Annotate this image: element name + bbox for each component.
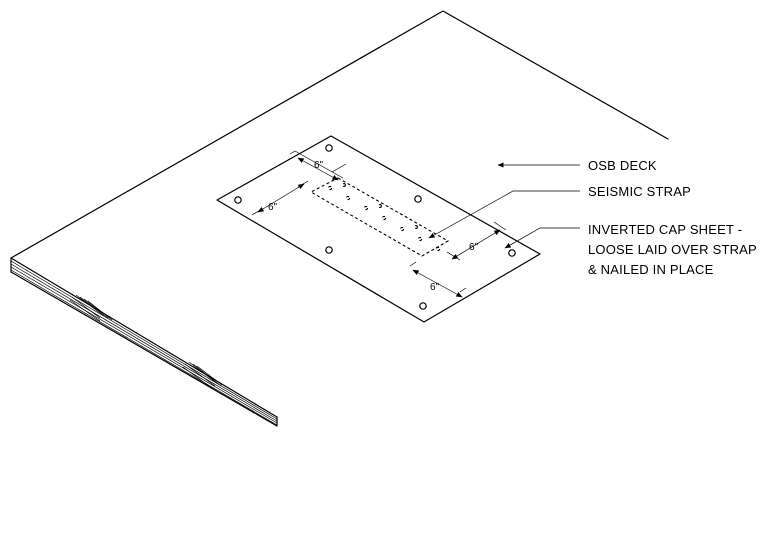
edge-grain-hatch-1 [69, 294, 113, 322]
strap-fastener-holes [327, 183, 441, 252]
nail-hole [419, 302, 427, 310]
callout-seismic-strap: SEISMIC STRAP [588, 184, 691, 199]
osb-deck [10, 10, 669, 427]
leader-lines [428, 162, 580, 249]
nail-hole [414, 195, 422, 203]
inverted-cap-sheet [216, 135, 541, 323]
seismic-strap [309, 177, 450, 257]
leader-seismic-strap [428, 190, 580, 239]
nail-hole [508, 249, 516, 257]
dimension-right: 6" [446, 221, 507, 261]
nail-hole [325, 246, 333, 254]
callout-cap-sheet-line2: LOOSE LAID OVER STRAP [588, 242, 757, 257]
nail-hole [234, 196, 242, 204]
callout-cap-sheet-line3: & NAILED IN PLACE [588, 262, 714, 277]
dimension-left: 6" [251, 180, 309, 216]
edge-grain-hatch-2 [182, 361, 223, 390]
dimension-top-label: 6" [314, 160, 324, 171]
cap-sheet-nails [234, 144, 516, 310]
dimension-bottom-label: 6" [430, 282, 440, 293]
callouts: OSB DECK SEISMIC STRAP INVERTED CAP SHEE… [588, 158, 757, 277]
nail-hole [325, 144, 333, 152]
dimension-left-label: 6" [268, 202, 278, 213]
dimension-right-label: 6" [469, 242, 479, 253]
deck-top-surface [10, 10, 669, 418]
callout-cap-sheet-line1: INVERTED CAP SHEET - [588, 222, 742, 237]
dimension-bottom: 6" [409, 261, 467, 298]
leader-cap-sheet [504, 227, 580, 249]
seismic-strap-outline [309, 177, 450, 257]
callout-osb-deck: OSB DECK [588, 158, 657, 173]
deck-edge-laminations [10, 257, 278, 427]
cap-sheet-outline [216, 135, 541, 323]
dimension-top: 6" [289, 150, 347, 181]
